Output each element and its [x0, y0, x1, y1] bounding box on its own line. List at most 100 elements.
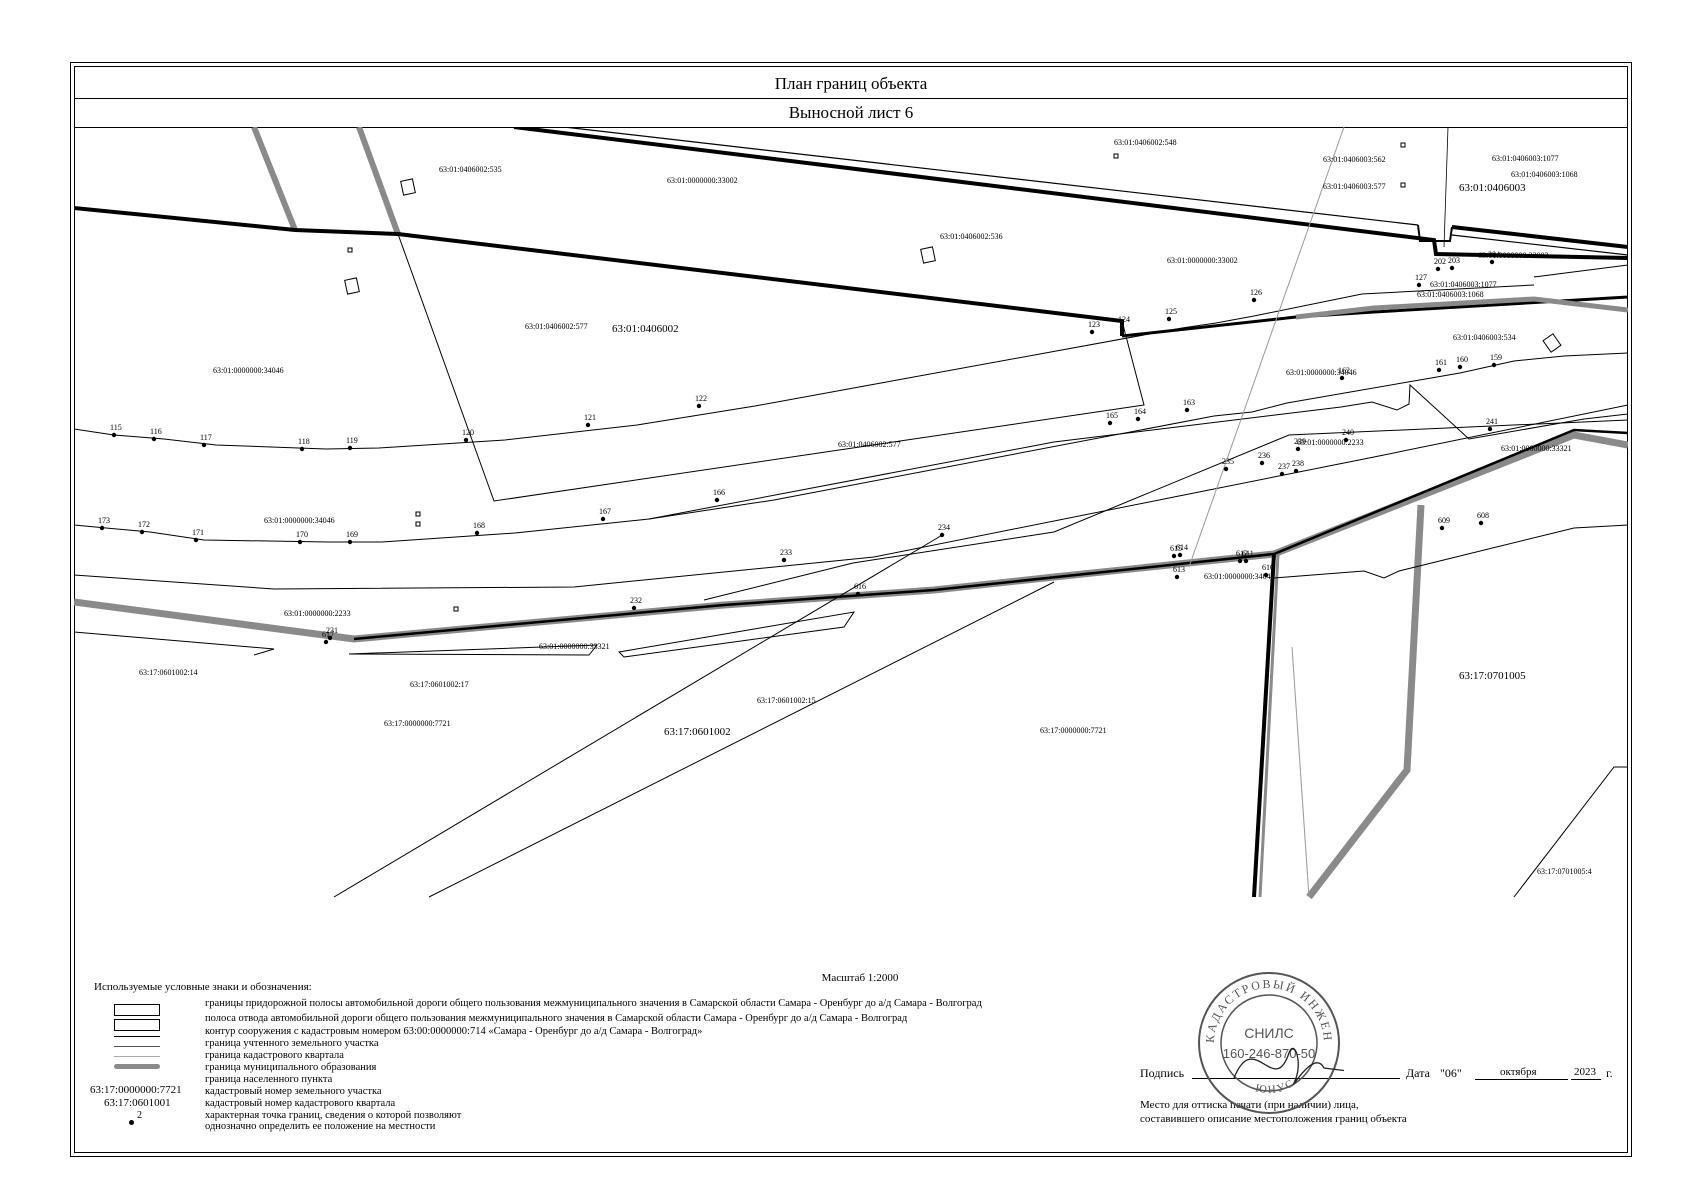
stamp-note-line2: составившего описание местоположения гра… — [1140, 1113, 1407, 1125]
boundary-point-marker — [297, 539, 303, 545]
boundary-point-label: 118 — [298, 437, 310, 446]
boundary-point-marker — [1259, 460, 1265, 466]
boundary-point-label: 236 — [1258, 451, 1270, 460]
parcel-label: 63:17:0601002:14 — [139, 668, 198, 677]
building-square — [400, 178, 416, 196]
band-notch — [1417, 224, 1453, 242]
legend-point-marker — [129, 1120, 134, 1125]
legend-title: Используемые условные знаки и обозначени… — [94, 981, 312, 993]
parcel-label: 63:01:0406003:534 — [1453, 333, 1516, 342]
date-year: 2023 — [1574, 1066, 1596, 1078]
boundary-point-label: 160 — [1456, 355, 1468, 364]
boundary-point-label: 120 — [462, 428, 474, 437]
municipal-boundary-down — [1258, 553, 1280, 898]
building-square — [1113, 153, 1119, 159]
parcel-17-shape — [348, 644, 599, 656]
boundary-point-label: 233 — [780, 548, 792, 557]
boundary-point-label: 122 — [695, 394, 707, 403]
boundary-point-label: 119 — [346, 436, 358, 445]
boundary-point-label: 609 — [1438, 516, 1450, 525]
sheet-subtitle: Выносной лист 6 — [74, 99, 1628, 128]
boundary-point-marker — [139, 529, 145, 535]
quarter-label: 63:01:0406002 — [612, 323, 679, 335]
parcel-label: 63:01:0406002:577 — [838, 440, 901, 449]
boundary-point-marker — [1251, 297, 1257, 303]
boundary-point-marker — [1263, 572, 1269, 578]
line-upper-right — [1443, 127, 1449, 248]
boundary-point-marker — [631, 605, 637, 611]
date-label: Дата — [1406, 1066, 1430, 1080]
legend-symbol-roadside-band — [114, 1004, 160, 1016]
boundary-point-marker — [1119, 324, 1125, 330]
boundary-line-33321 — [74, 404, 1628, 590]
boundary-point-label: 239 — [1294, 437, 1306, 446]
parcel-label: 63:01:0000000:34046 — [264, 516, 335, 525]
building-square — [344, 277, 360, 295]
boundary-point-label: 121 — [584, 413, 596, 422]
parcel-15-shape — [617, 611, 856, 658]
parcel-label: 63:01:0406002:577 — [525, 322, 588, 331]
municipal-boundary-upper — [251, 127, 298, 232]
parcel-label: 63:01:0000000:33002 — [1167, 256, 1238, 265]
parcel-15-line — [428, 581, 1055, 898]
boundary-point-marker — [600, 516, 606, 522]
boundary-point-label: 162 — [1338, 366, 1350, 375]
boundary-point-label: 169 — [346, 530, 358, 539]
parcel-label: 63:01:0000000:34046 — [213, 366, 284, 375]
boundary-point-marker — [1166, 316, 1172, 322]
boundary-point-label: 202 — [1434, 257, 1446, 266]
parcel-14-line — [74, 631, 275, 656]
boundary-point-label: 204 — [1488, 250, 1500, 259]
boundary-point-label: 167 — [599, 507, 611, 516]
legend-item: граница муниципального образования — [205, 1062, 377, 1073]
building-square — [347, 247, 353, 253]
boundary-point-label: 232 — [630, 596, 642, 605]
roadside-band-top — [513, 127, 1628, 260]
legend-sample-parcel: 63:17:0000000:7721 — [90, 1084, 182, 1096]
scale-label: Масштаб 1:2000 — [821, 972, 899, 984]
building-square — [1542, 333, 1562, 353]
boundary-point-marker — [1237, 558, 1243, 564]
boundary-point-marker — [463, 437, 469, 443]
boundary-point-label: 617 — [322, 630, 334, 639]
boundary-point-label: 173 — [98, 516, 110, 525]
boundary-point-marker — [696, 403, 702, 409]
legend-item: граница кадастрового квартала — [205, 1050, 344, 1061]
parcel-label: 63:01:0000000:34046 — [1204, 572, 1275, 581]
legend-item: границы придорожной полосы автомобильной… — [205, 998, 982, 1009]
boundary-point-marker — [1107, 420, 1113, 426]
cadastral-map: 63:01:0406002 63:01:0406003 63:17:060100… — [74, 127, 1628, 900]
boundary-point-marker — [1491, 362, 1497, 368]
parcel-label: 63:17:0000000:7721 — [384, 719, 451, 728]
sheet-inner-frame — [74, 66, 1628, 1153]
date-year-line — [1571, 1079, 1601, 1080]
boundary-point-label: 124 — [1118, 315, 1130, 324]
boundary-point-marker — [939, 532, 945, 538]
boundary-point-marker — [1243, 558, 1249, 564]
boundary-point-label: 234 — [938, 523, 950, 532]
legend-item: кадастровый номер земельного участка — [205, 1086, 382, 1097]
parcel-label: 63:17:0601002:15 — [757, 696, 816, 705]
boundary-point-label: 126 — [1250, 288, 1262, 297]
quarter-boundary-diagonal — [1188, 127, 1345, 568]
boundary-point-marker — [474, 530, 480, 536]
boundary-point-label: 161 — [1435, 358, 1447, 367]
parcel-label: 63:01:0406003:1068 — [1511, 170, 1578, 179]
boundary-point-label: 159 — [1490, 353, 1502, 362]
boundary-point-label: 170 — [296, 530, 308, 539]
legend-item: кадастровый номер кадастрового квартала — [205, 1098, 396, 1109]
page-title: План границ объекта — [74, 70, 1628, 99]
parcel-label: 63:01:0406002:536 — [940, 232, 1003, 241]
boundary-point-label: 237 — [1278, 462, 1290, 471]
parcel-label: 63:17:0601002:17 — [410, 680, 469, 689]
boundary-point-marker — [1223, 466, 1229, 472]
boundary-point-label: 241 — [1486, 417, 1498, 426]
parcel-7721-line — [333, 533, 945, 898]
quarter-boundary-diagonal2 — [1291, 646, 1310, 898]
boundary-point-label: 613 — [1173, 565, 1185, 574]
building-square — [920, 246, 936, 264]
boundary-point-label: 116 — [150, 427, 162, 436]
sheet-frame — [70, 62, 1632, 1157]
boundary-point-label: 125 — [1165, 307, 1177, 316]
boundary-point-label: 166 — [713, 488, 725, 497]
